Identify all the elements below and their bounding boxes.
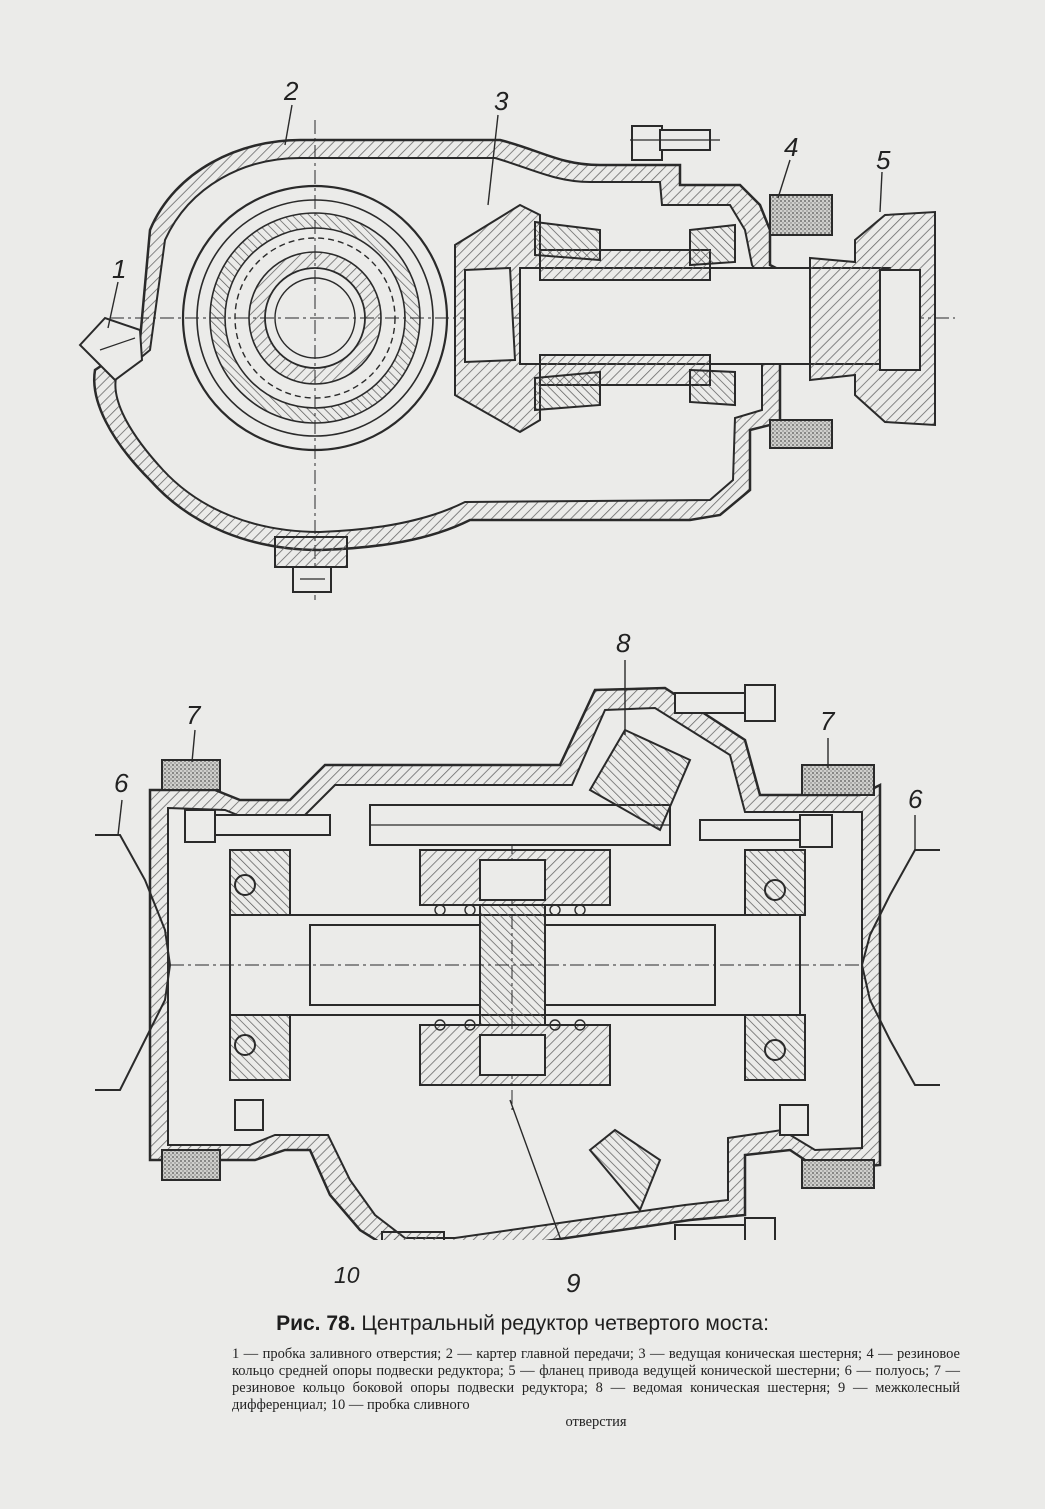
bottom-view xyxy=(95,684,940,1240)
label-1: 1 xyxy=(112,254,127,284)
figure-legend: 1 — пробка заливного отверстия; 2 — карт… xyxy=(232,1346,960,1431)
legend-end: отверстия xyxy=(565,1414,627,1430)
label-7-right: 7 xyxy=(820,706,835,736)
label-8: 8 xyxy=(616,628,631,658)
figure-caption: Рис. 78. Центральный редуктор четвертого… xyxy=(0,1312,1045,1336)
legend-text: 1 — пробка заливного отверстия; 2 — карт… xyxy=(232,1346,960,1413)
label-7-left: 7 xyxy=(186,700,201,730)
top-leaders xyxy=(107,104,883,329)
top-view xyxy=(78,120,955,600)
label-4: 4 xyxy=(784,132,799,162)
cutaway-drawing xyxy=(78,104,955,1240)
label-2: 2 xyxy=(284,76,299,106)
label-3: 3 xyxy=(494,86,509,116)
label-10: 10 xyxy=(334,1262,360,1288)
figure-title: Центральный редуктор четвертого моста: xyxy=(361,1312,769,1335)
label-9: 9 xyxy=(566,1268,581,1298)
label-5: 5 xyxy=(876,145,891,175)
label-6-left: 6 xyxy=(114,768,129,798)
bottom-leaders xyxy=(117,660,916,1240)
figure-number: Рис. 78. xyxy=(276,1312,356,1335)
label-6-right: 6 xyxy=(908,784,923,814)
